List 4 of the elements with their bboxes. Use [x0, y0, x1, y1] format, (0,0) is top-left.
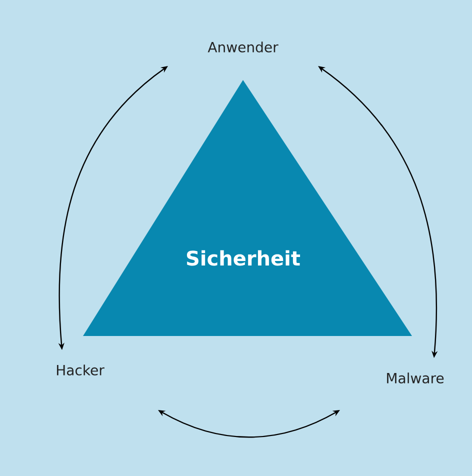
label: Anwender: [208, 42, 278, 52]
triangle: Sicherheit: [83, 80, 412, 336]
label: Malware: [387, 372, 444, 384]
label: Hacker: [57, 364, 104, 376]
